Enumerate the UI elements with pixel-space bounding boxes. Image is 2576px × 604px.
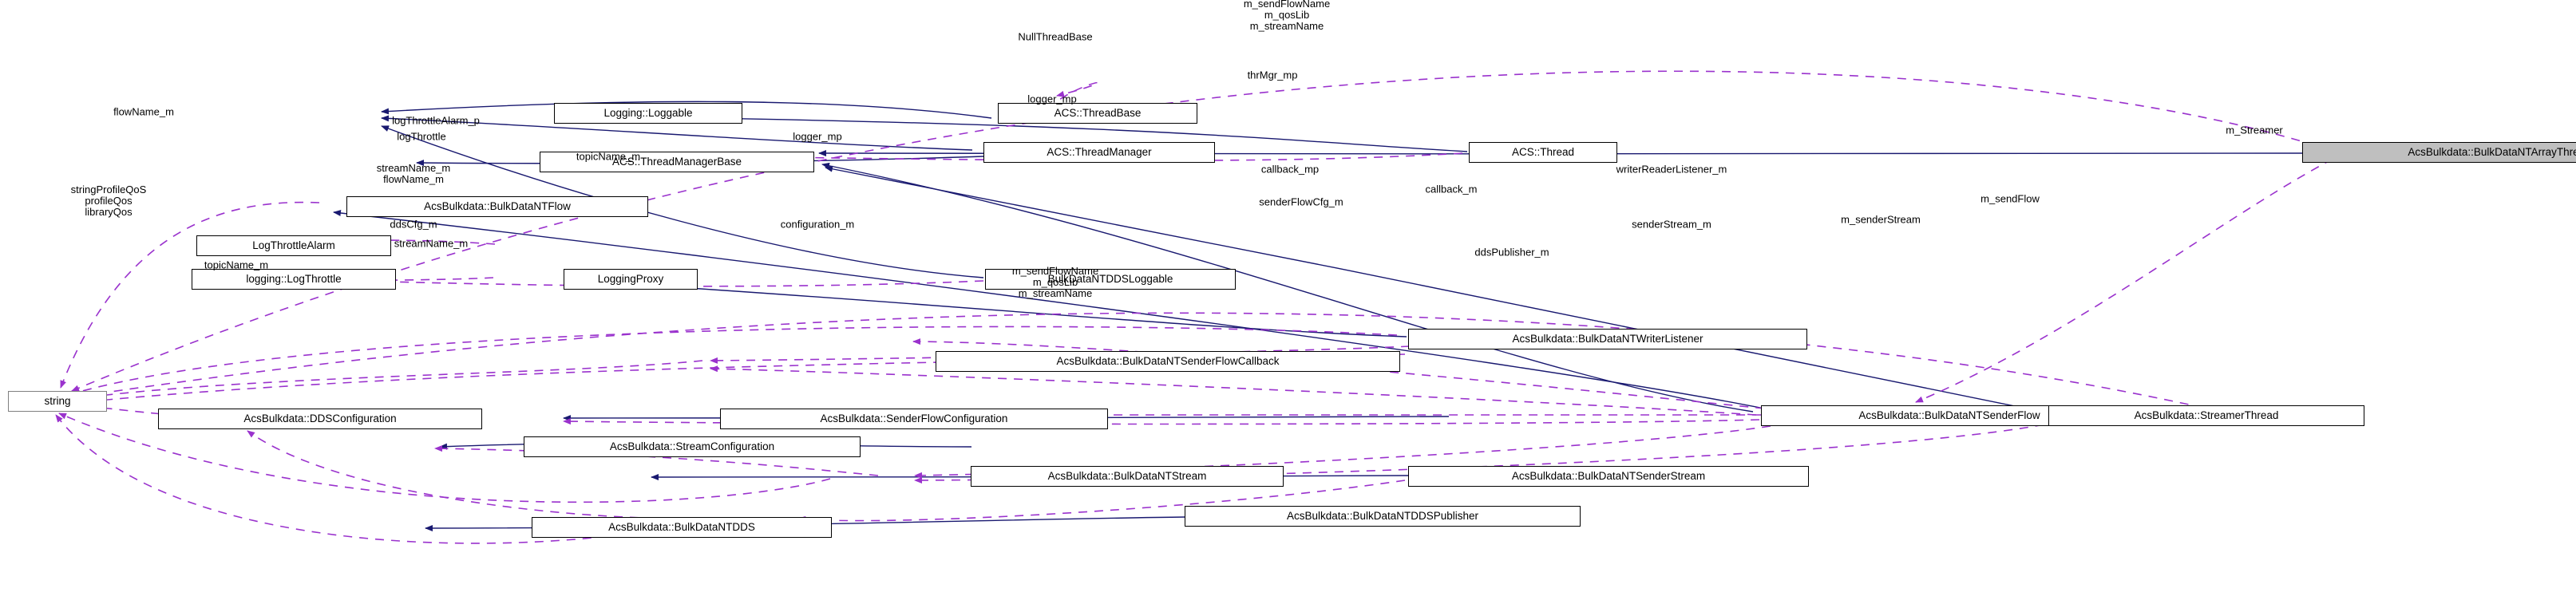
edge-label-lbl-callback-mp: callback_mp <box>1260 163 1320 176</box>
class-node-threadBase[interactable]: ACS::ThreadBase <box>998 103 1197 124</box>
edge-label-lbl-logger-mp-mid: logger_mp <box>793 130 842 143</box>
class-node-streamerThread[interactable]: AcsBulkdata::StreamerThread <box>2048 405 2364 426</box>
edge-label-lbl-topicname-m: topicName_m <box>576 150 641 163</box>
class-node-loggingLoggable[interactable]: Logging::Loggable <box>554 103 742 124</box>
edge-label-lbl-logger-mp-top: logger_mp <box>1027 93 1077 105</box>
edge-label-lbl-callback-m: callback_m <box>1425 183 1478 195</box>
class-node-bdntStream[interactable]: AcsBulkdata::BulkDataNTStream <box>971 466 1284 487</box>
class-node-acsThread[interactable]: ACS::Thread <box>1469 142 1617 163</box>
edge-label-lbl-ddspublisher-m: ddsPublisher_m <box>1474 246 1549 259</box>
class-node-senderFlowConfig[interactable]: AcsBulkdata::SenderFlowConfiguration <box>720 409 1108 429</box>
edge-label-lbl-flowname-left: flowName_m <box>113 105 174 118</box>
edge-label-lbl-streamname-m: streamName_m <box>394 237 469 250</box>
edge-label-lbl-ddscfg-m: ddsCfg_m <box>390 218 437 231</box>
class-node-arrayThread[interactable]: AcsBulkdata::BulkDataNTArrayThread <box>2302 142 2576 163</box>
class-node-threadManagerBase[interactable]: ACS::ThreadManagerBase <box>540 152 814 172</box>
class-node-logThrottleAlarm[interactable]: LogThrottleAlarm <box>196 235 391 256</box>
edge-label-lbl-topicname-m2: topicName_m <box>204 259 269 271</box>
edge-label-lbl-logthrottle: logThrottle <box>397 130 446 143</box>
class-node-senderFlowCb[interactable]: AcsBulkdata::BulkDataNTSenderFlowCallbac… <box>936 351 1400 372</box>
class-node-writerListener[interactable]: AcsBulkdata::BulkDataNTWriterListener <box>1408 329 1807 349</box>
class-node-loggingProxy[interactable]: LoggingProxy <box>564 269 698 290</box>
edge-label-lbl-m-sendflow: m_sendFlow <box>1980 192 2040 205</box>
class-node-bdntDDS[interactable]: AcsBulkdata::BulkDataNTDDS <box>532 517 832 538</box>
class-node-senderStream[interactable]: AcsBulkdata::BulkDataNTSenderStream <box>1408 466 1809 487</box>
class-node-string[interactable]: string <box>8 391 107 412</box>
edge-label-lbl-senderstream-m: senderStream_m <box>1632 218 1711 231</box>
usage-edges <box>55 70 2348 544</box>
class-node-bdntFlow[interactable]: AcsBulkdata::BulkDataNTFlow <box>346 196 648 217</box>
edge-label-lbl-nullthreadbase: NullThreadBase <box>1018 30 1093 43</box>
edge-label-lbl-string-attrs: stringProfileQoS profileQos libraryQos <box>70 184 147 218</box>
edge-label-lbl-senderflowcfg: senderFlowCfg_m <box>1259 195 1343 208</box>
class-node-threadManager[interactable]: ACS::ThreadManager <box>983 142 1215 163</box>
edge-label-lbl-streamname-flow: streamName_m flowName_m <box>376 162 451 185</box>
edge-label-lbl-m-senderstream: m_senderStream <box>1841 213 1921 226</box>
class-node-ddsPublisher[interactable]: AcsBulkdata::BulkDataNTDDSPublisher <box>1185 506 1581 527</box>
class-node-streamConfig[interactable]: AcsBulkdata::StreamConfiguration <box>524 436 861 457</box>
edge-label-lbl-writerlistener: writerReaderListener_m <box>1616 163 1727 176</box>
edge-label-lbl-m-streamer: m_Streamer <box>2226 124 2283 136</box>
edge-label-lbl-configuration-m: configuration_m <box>780 218 855 231</box>
edge-label-lbl-bottom-sendflow: m_sendFlowName m_qosLib m_streamName <box>1011 265 1099 299</box>
class-node-logLogThrottle[interactable]: logging::LogThrottle <box>192 269 396 290</box>
class-node-bdntDDSLoggable[interactable]: BulkDataNTDDSLoggable <box>985 269 1236 290</box>
edge-label-lbl-thrmgr: thrMgr_mp <box>1247 69 1298 81</box>
class-node-ddsConfiguration[interactable]: AcsBulkdata::DDSConfiguration <box>158 409 482 429</box>
edge-label-lbl-top-sendflow: m_sendFlowName m_qosLib m_streamName <box>1243 0 1331 32</box>
edge-label-lbl-logthrottlealarm: logThrottleAlarm_p <box>392 114 480 127</box>
